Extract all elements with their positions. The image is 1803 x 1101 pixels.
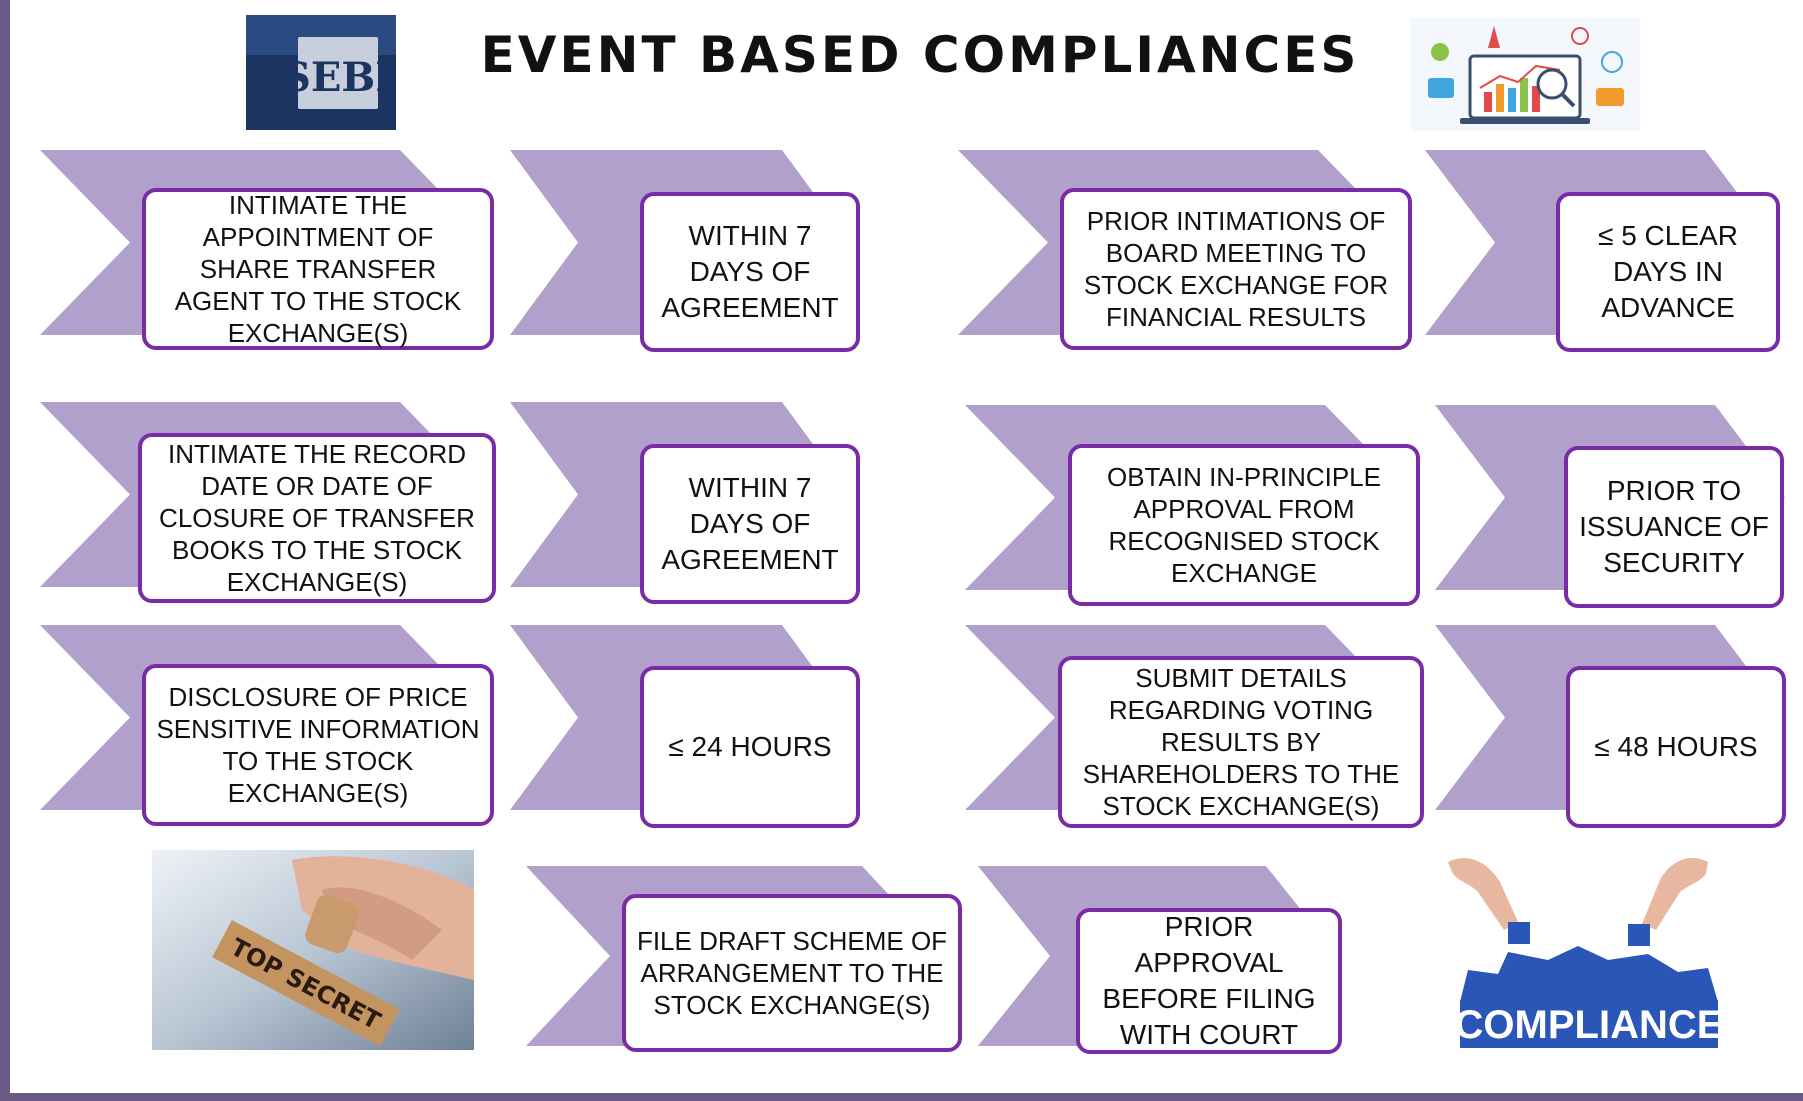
timeline-text: WITHIN 7 DAYS OF AGREEMENT xyxy=(661,472,839,575)
event-text: OBTAIN IN-PRINCIPLE APPROVAL FROM RECOGN… xyxy=(1106,462,1381,588)
timeline-text: PRIOR TO ISSUANCE OF SECURITY xyxy=(1579,475,1769,578)
event-text: SUBMIT DETAILS REGARDING VOTING RESULTS … xyxy=(1082,663,1400,821)
timeline-box: WITHIN 7 DAYS OF AGREEMENT xyxy=(640,444,860,604)
top-secret-stamp-image: TOP SECRET xyxy=(152,850,474,1050)
compliance-text: COMPLIANCE xyxy=(1455,1003,1724,1047)
page-title: EVENT BASED COMPLIANCES xyxy=(480,26,1360,84)
event-box: SUBMIT DETAILS REGARDING VOTING RESULTS … xyxy=(1058,656,1424,828)
event-text: INTIMATE THE RECORD DATE OR DATE OF CLOS… xyxy=(159,439,475,597)
analytics-illustration xyxy=(1410,18,1640,131)
timeline-box: ≤ 5 CLEAR DAYS IN ADVANCE xyxy=(1556,192,1780,352)
event-box: OBTAIN IN-PRINCIPLE APPROVAL FROM RECOGN… xyxy=(1068,444,1420,606)
timeline-box: PRIOR APPROVAL BEFORE FILING WITH COURT xyxy=(1076,908,1342,1054)
event-box: PRIOR INTIMATIONS OF BOARD MEETING TO ST… xyxy=(1060,188,1412,350)
timeline-box: ≤ 24 HOURS xyxy=(640,666,860,828)
frame-left-border xyxy=(0,0,10,1101)
event-text: FILE DRAFT SCHEME OF ARRANGEMENT TO THE … xyxy=(636,926,948,1020)
timeline-text: WITHIN 7 DAYS OF AGREEMENT xyxy=(661,220,839,323)
timeline-box: ≤ 48 HOURS xyxy=(1566,666,1786,828)
event-box: FILE DRAFT SCHEME OF ARRANGEMENT TO THE … xyxy=(622,894,962,1052)
timeline-text: PRIOR APPROVAL BEFORE FILING WITH COURT xyxy=(1102,911,1316,1050)
timeline-box: PRIOR TO ISSUANCE OF SECURITY xyxy=(1564,446,1784,608)
sebi-logo-text: SEBI xyxy=(282,54,394,101)
event-text: INTIMATE THE APPOINTMENT OF SHARE TRANSF… xyxy=(174,190,462,348)
event-text: DISCLOSURE OF PRICE SENSITIVE INFORMATIO… xyxy=(156,682,480,808)
timeline-text: ≤ 5 CLEAR DAYS IN ADVANCE xyxy=(1598,220,1738,323)
event-box: DISCLOSURE OF PRICE SENSITIVE INFORMATIO… xyxy=(142,664,494,826)
timeline-text: ≤ 24 HOURS xyxy=(668,731,832,762)
event-text: PRIOR INTIMATIONS OF BOARD MEETING TO ST… xyxy=(1083,206,1389,332)
sebi-logo: SEBI xyxy=(246,15,396,130)
timeline-text: ≤ 48 HOURS xyxy=(1594,731,1758,762)
frame-bottom-border xyxy=(0,1093,1803,1101)
event-box: INTIMATE THE RECORD DATE OR DATE OF CLOS… xyxy=(138,433,496,603)
event-box: INTIMATE THE APPOINTMENT OF SHARE TRANSF… xyxy=(142,188,494,350)
compliance-puzzle-image: COMPLIANCE xyxy=(1408,852,1744,1050)
timeline-box: WITHIN 7 DAYS OF AGREEMENT xyxy=(640,192,860,352)
